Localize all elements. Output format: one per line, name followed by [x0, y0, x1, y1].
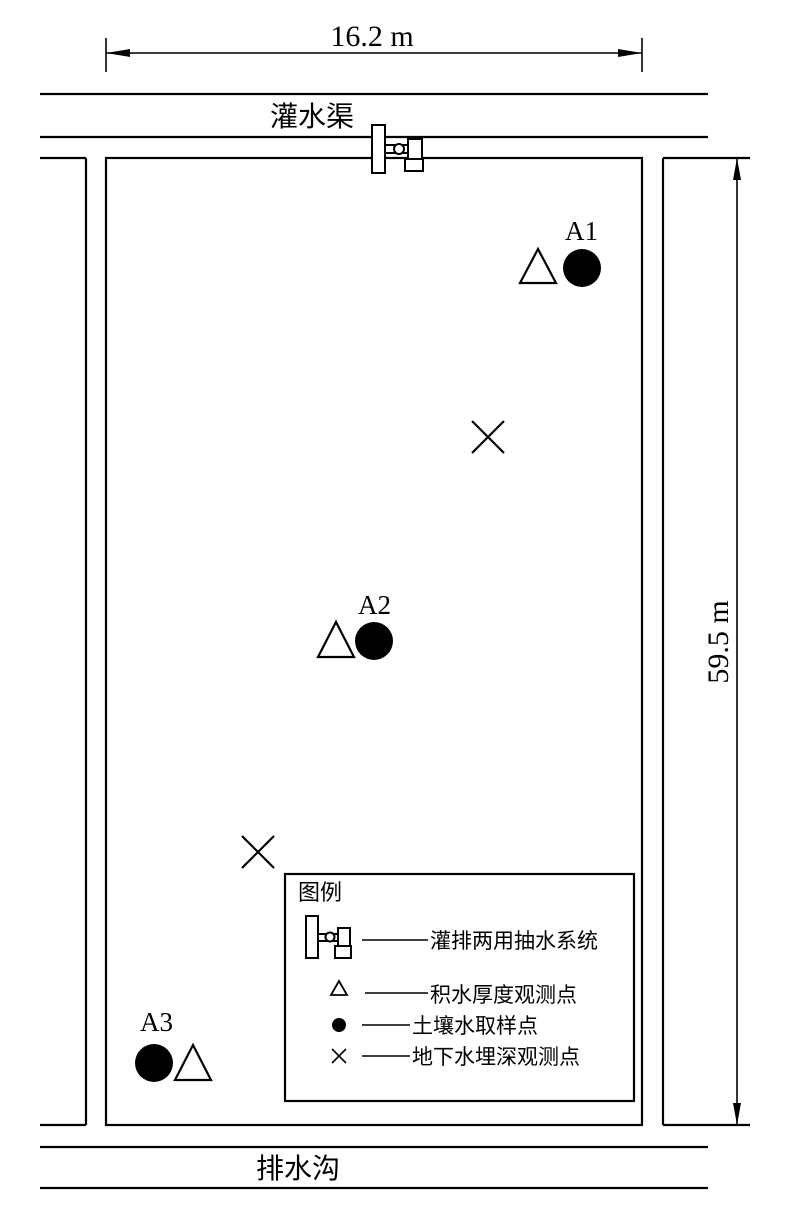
- legend-label-pump: 灌排两用抽水系统: [430, 929, 598, 953]
- triangle-icon: [329, 979, 349, 996]
- width-label: 16.2 m: [330, 20, 413, 53]
- filled-circle-icon: [563, 249, 601, 287]
- legend-label-cross: 地下水埋深观测点: [412, 1045, 580, 1069]
- point-a2-label: A2: [358, 590, 391, 620]
- legend-item-pump: 灌排两用抽水系统: [305, 915, 598, 959]
- point-a3: A3: [135, 1007, 213, 1082]
- right-channel: [661, 156, 750, 1127]
- point-a1-label: A1: [565, 216, 598, 246]
- pump-system-icon: [305, 915, 352, 959]
- legend-label-triangle: 积水厚度观测点: [430, 983, 577, 1007]
- triangle-icon: [316, 619, 356, 659]
- legend-label-circle: 土壤水取样点: [412, 1014, 538, 1038]
- cross-icon: [471, 420, 505, 454]
- legend-item-circle: 土壤水取样点: [332, 1014, 538, 1038]
- drainage-ditch: 排水沟: [40, 1145, 708, 1190]
- legend-item-triangle: 积水厚度观测点: [329, 979, 577, 1007]
- left-channel: [40, 156, 88, 1127]
- legend-item-cross: 地下水埋深观测点: [331, 1045, 580, 1069]
- cross-icon: [241, 835, 275, 869]
- filled-circle-icon: [355, 622, 393, 660]
- pump-system-icon: [371, 124, 424, 174]
- length-label: 59.5 m: [702, 600, 735, 683]
- ditch-label: 排水沟: [256, 1152, 340, 1185]
- width-dimension: 16.2 m: [105, 20, 643, 72]
- length-dimension: 59.5 m: [702, 158, 741, 1125]
- filled-circle-icon: [332, 1018, 346, 1032]
- legend: 图例 灌排两用抽水系统 积水厚度观测点 土壤水取样点: [283, 872, 636, 1103]
- cross-icon: [331, 1048, 347, 1064]
- point-a3-label: A3: [140, 1007, 173, 1037]
- triangle-icon: [518, 246, 558, 285]
- point-a2: A2: [316, 590, 393, 660]
- triangle-icon: [173, 1042, 213, 1082]
- point-a1: A1: [518, 216, 601, 287]
- legend-title: 图例: [298, 881, 342, 906]
- filled-circle-icon: [135, 1044, 173, 1082]
- canal-label: 灌水渠: [270, 100, 354, 133]
